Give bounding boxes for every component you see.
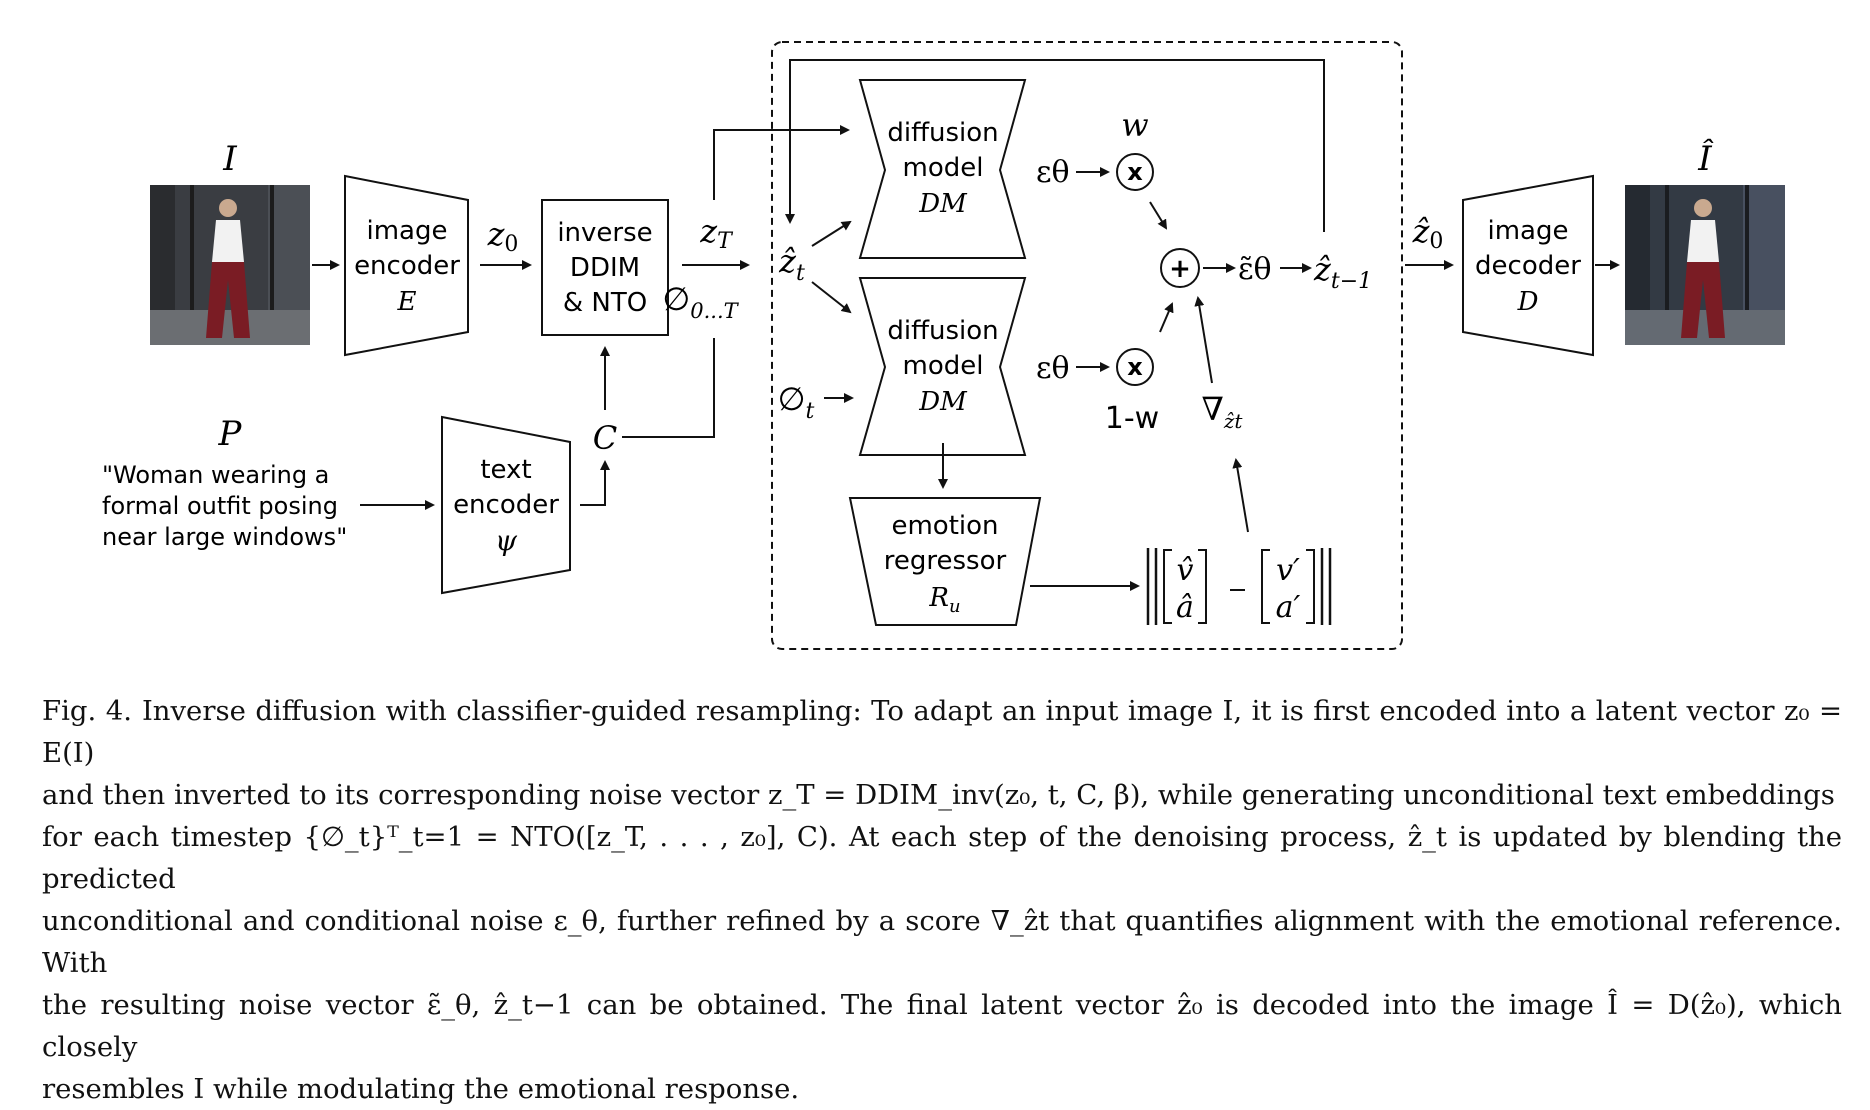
emotion-regressor-line2: regressor bbox=[884, 546, 1007, 576]
image-encoder-line2: encoder bbox=[354, 251, 460, 281]
text-encoder-line3: ψ bbox=[495, 524, 518, 557]
caption-line-4: unconditional and conditional noise ε_θ,… bbox=[42, 905, 1842, 979]
zhat0-output-label: ẑ0 bbox=[1412, 212, 1444, 254]
emotion-regressor-line1: emotion bbox=[891, 511, 998, 541]
dm-top-line1: diffusion bbox=[887, 118, 998, 148]
image-decoder-block bbox=[1462, 174, 1594, 357]
text-encoder-block bbox=[441, 415, 571, 595]
phi-t-label: ∅t bbox=[778, 380, 815, 424]
multiply-bottom-symbol: x bbox=[1127, 353, 1143, 381]
caption-line-3: for each timestep {∅_t}ᵀ_t=1 = NTO([z_T,… bbox=[42, 821, 1842, 895]
svg-text:v̂: v̂ bbox=[1177, 553, 1194, 588]
one-minus-w-label: 1-w bbox=[1105, 401, 1159, 436]
caption-line-5: the resulting noise vector ε̃_θ, ẑ_t−1 c… bbox=[42, 989, 1842, 1063]
image-encoder-line3: E bbox=[397, 287, 417, 317]
emotion-distance-norm: v̂ â v′ a′ bbox=[1146, 548, 1332, 625]
prompt-line-1: "Woman wearing a bbox=[102, 461, 329, 489]
caption-line-6: resembles I while modulating the emotion… bbox=[42, 1073, 800, 1105]
text-encoder-line2: encoder bbox=[453, 490, 559, 520]
prompt-label: P bbox=[218, 414, 243, 454]
dm-bottom-line2: model bbox=[903, 351, 984, 381]
figure-caption: Fig. 4.Inverse diffusion with classifier… bbox=[42, 690, 1842, 1110]
image-decoder-line1: image bbox=[1488, 216, 1569, 246]
multiply-top-node bbox=[1116, 153, 1154, 191]
inverse-line1: inverse bbox=[557, 218, 652, 248]
text-encoder-line1: text bbox=[480, 455, 531, 485]
zhat-t-label: ẑt bbox=[778, 242, 805, 286]
sum-symbol: + bbox=[1169, 254, 1191, 284]
inverse-line2: DDIM bbox=[570, 253, 640, 283]
svg-text:v′: v′ bbox=[1276, 553, 1300, 588]
zhat-t-minus-1-label: ẑt−1 bbox=[1313, 250, 1372, 294]
phi-0T-label: ∅0...T bbox=[662, 280, 739, 323]
output-image-label: Î bbox=[1697, 138, 1714, 179]
z0-label: z0 bbox=[487, 215, 519, 257]
dm-bottom-line1: diffusion bbox=[887, 316, 998, 346]
image-decoder-line3: D bbox=[1517, 287, 1539, 317]
caption-label: Fig. 4. bbox=[42, 695, 132, 727]
sum-node bbox=[1160, 248, 1200, 288]
dm-bottom-line3: DM bbox=[918, 387, 968, 417]
image-decoder-line2: decoder bbox=[1475, 251, 1581, 281]
prompt-line-2: formal outfit posing bbox=[102, 492, 338, 520]
caption-line-2: and then inverted to its corresponding n… bbox=[42, 779, 1835, 811]
eps-top-label: εθ bbox=[1036, 155, 1070, 190]
inverse-line3: & NTO bbox=[563, 288, 647, 318]
nabla-label: ∇ẑt bbox=[1202, 390, 1244, 433]
eps-tilde-label: ε̃θ bbox=[1238, 252, 1272, 287]
diffusion-model-top-block bbox=[858, 79, 1027, 259]
output-image bbox=[1625, 185, 1785, 345]
caption-line-1: Fig. 4.Inverse diffusion with classifier… bbox=[42, 695, 1842, 769]
multiply-top-symbol: x bbox=[1127, 158, 1143, 186]
svg-text:a′: a′ bbox=[1276, 590, 1301, 625]
C-label: C bbox=[593, 419, 617, 457]
multiply-bottom-node bbox=[1116, 348, 1154, 386]
svg-text:â: â bbox=[1176, 590, 1194, 625]
w-label: w bbox=[1121, 106, 1148, 144]
pipeline-diagram: I image encoder E z0 inverse DDIM & NTO … bbox=[102, 41, 1785, 650]
zT-label: zT bbox=[699, 212, 734, 254]
diffusion-model-bottom-block bbox=[858, 277, 1027, 456]
dm-top-line3: DM bbox=[918, 189, 968, 219]
dm-top-line2: model bbox=[903, 153, 984, 183]
prompt-line-3: near large windows" bbox=[102, 523, 347, 551]
image-encoder-line1: image bbox=[367, 216, 448, 246]
guided-resampling-region bbox=[771, 41, 1403, 650]
image-encoder-block bbox=[344, 174, 469, 357]
input-image bbox=[150, 185, 310, 345]
eps-bottom-label: εθ bbox=[1036, 351, 1070, 386]
input-image-label: I bbox=[222, 139, 237, 179]
emotion-regressor-block bbox=[848, 497, 1042, 626]
inverse-ddim-nto-block bbox=[541, 199, 669, 336]
emotion-regressor-line3: Ru bbox=[928, 583, 960, 617]
